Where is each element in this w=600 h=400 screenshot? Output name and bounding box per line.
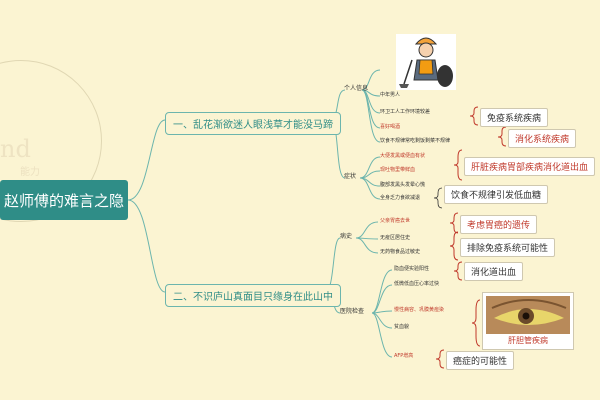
root-node[interactable]: 赵师傅的难言之隐	[0, 180, 128, 220]
watermark-subtext: 能力	[20, 167, 40, 178]
history-item-2[interactable]: 无疫区居住史	[380, 235, 411, 241]
branch-1-label: 一、乱花渐欲迷人眼浅草才能没马蹄	[173, 120, 333, 131]
branch-1-node[interactable]: 一、乱花渐欲迷人眼浅草才能没马蹄	[165, 112, 341, 135]
symptom-item-1[interactable]: 大便发黑或便血有状	[380, 153, 426, 159]
conclusion-genetic[interactable]: 考虑胃癌的遗传	[460, 215, 538, 234]
symptom-item-2[interactable]: 现吐物里带鲜血	[380, 167, 416, 173]
conclusion-immune[interactable]: 免疫系统疾病	[480, 108, 549, 127]
exam-item-4[interactable]: 贫血貌	[394, 324, 410, 330]
node-hospital-exam[interactable]: 医院检查	[340, 308, 365, 315]
node-personal-info[interactable]: 个人信息	[344, 85, 369, 92]
jaundice-eye-card[interactable]: 肝胆管疾病	[482, 292, 574, 350]
watermark-text: nd	[0, 135, 31, 163]
history-item-3[interactable]: 无药物食品过敏史	[380, 249, 421, 255]
personal-item-3[interactable]: 喜好喝酒	[380, 124, 401, 130]
conclusion-cancer[interactable]: 癌症的可能性	[446, 351, 515, 370]
sanitation-worker-illustration	[396, 34, 456, 90]
conclusion-digestive[interactable]: 消化系统疾病	[508, 129, 577, 148]
conclusion-gi-bleeding[interactable]: 消化道出血	[464, 262, 524, 281]
symptom-item-4[interactable]: 全身乏力食欲减退	[380, 195, 421, 201]
exam-item-1[interactable]: 隐血便实验阳性	[394, 266, 430, 272]
history-item-1[interactable]: 父亲胃癌去世	[380, 218, 411, 224]
branch-2-node[interactable]: 二、不识庐山真面目只缘身在此山中	[165, 284, 341, 307]
conclusion-exclude-immune[interactable]: 排除免疫系统可能性	[460, 238, 556, 257]
personal-item-4[interactable]: 饮食不规律常吃剩饭剩菜不规律	[380, 138, 451, 144]
root-label: 赵师傅的难言之隐	[3, 191, 124, 210]
jaundice-eye-image	[486, 296, 570, 334]
personal-item-1[interactable]: 中年男人	[380, 92, 401, 98]
node-history[interactable]: 病史	[340, 233, 353, 240]
exam-item-3[interactable]: 慢性病容、巩膜黄疸染	[394, 307, 445, 313]
exam-item-2[interactable]: 低微低血压心率过快	[394, 281, 440, 287]
personal-item-2[interactable]: 环卫工人工作环境较差	[380, 109, 431, 115]
conclusion-biliary: 肝胆管疾病	[508, 336, 548, 345]
conclusion-hypoglycemia[interactable]: 饮食不规律引发低血糖	[444, 185, 549, 204]
symptom-item-3[interactable]: 腹部发黑头发晕心慌	[380, 182, 426, 188]
branch-2-label: 二、不识庐山真面目只缘身在此山中	[173, 292, 333, 303]
conclusion-liver-stomach[interactable]: 肝脏疾病胃部疾病消化道出血	[464, 157, 596, 176]
exam-item-5[interactable]: AFP增高	[394, 353, 414, 359]
node-symptoms[interactable]: 症状	[344, 173, 357, 180]
